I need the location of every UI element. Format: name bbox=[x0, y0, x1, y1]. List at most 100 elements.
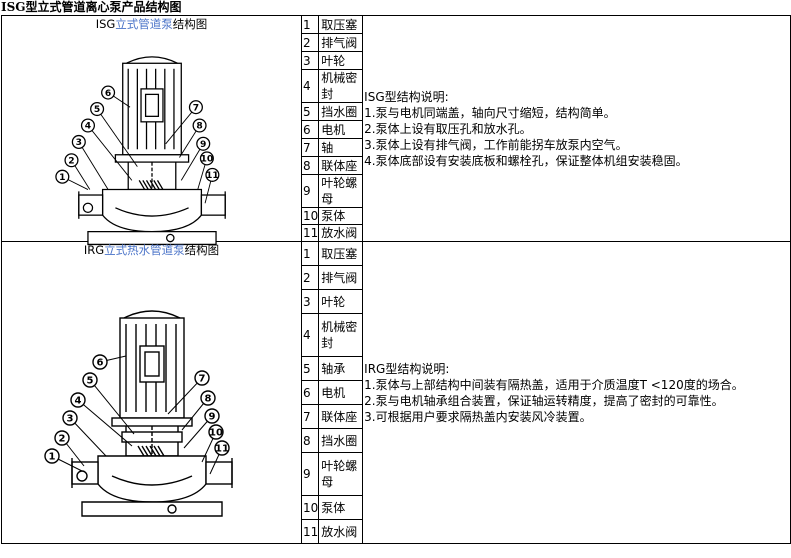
drawing-caption: ISG立式管道泵结构图 bbox=[2, 16, 301, 31]
part-name: 机械密封 bbox=[318, 313, 364, 357]
part-number: 2 bbox=[300, 265, 320, 290]
part-name: 取压塞 bbox=[318, 15, 364, 34]
callout-1: 1 bbox=[55, 169, 70, 184]
callout-number: 6 bbox=[105, 89, 111, 99]
callout-number: 1 bbox=[59, 173, 65, 183]
callout-3: 3 bbox=[71, 134, 86, 150]
part-name: 放水阀 bbox=[318, 519, 364, 544]
part-number: 2 bbox=[300, 33, 320, 52]
part-number: 3 bbox=[300, 51, 320, 70]
part-name: 排气阀 bbox=[318, 265, 364, 290]
callout-6: 6 bbox=[101, 85, 116, 100]
callout-11: 11 bbox=[205, 167, 220, 182]
part-name: 轴承 bbox=[318, 356, 364, 381]
part-number: 1 bbox=[300, 15, 320, 34]
part-number: 1 bbox=[300, 241, 320, 266]
callout-number: 7 bbox=[193, 103, 199, 113]
callout-9: 9 bbox=[204, 408, 220, 424]
caption-pump-link[interactable]: 立式管道泵 bbox=[115, 17, 173, 31]
part-name: 叶轮 bbox=[318, 289, 364, 314]
part-name: 叶轮 bbox=[318, 51, 364, 70]
callout-5: 5 bbox=[82, 372, 98, 388]
description-item: 2.泵体上设有取压孔和放水孔。 bbox=[364, 121, 532, 136]
part-number: 3 bbox=[300, 289, 320, 314]
part-name: 联体座 bbox=[318, 156, 364, 175]
callout-number: 8 bbox=[205, 394, 212, 405]
part-number: 11 bbox=[300, 224, 320, 242]
part-name: 电机 bbox=[318, 120, 364, 139]
part-name: 电机 bbox=[318, 380, 364, 405]
callout-10: 10 bbox=[208, 424, 224, 440]
part-number: 9 bbox=[300, 452, 320, 496]
part-number: 4 bbox=[300, 313, 320, 357]
part-name: 泵体 bbox=[318, 207, 364, 225]
page-title: ISG型立式管道离心泵产品结构图 bbox=[1, 0, 182, 14]
callout-8: 8 bbox=[192, 118, 207, 133]
part-name: 联体座 bbox=[318, 404, 364, 429]
part-number: 4 bbox=[300, 69, 320, 103]
part-number: 8 bbox=[300, 156, 320, 175]
drawing-caption: IRG立式热水管道泵结构图 bbox=[2, 242, 301, 257]
part-name: 轴 bbox=[318, 138, 364, 157]
callout-number: 3 bbox=[67, 414, 74, 425]
description-item: 1.泵与电机同端盖，轴向尺寸缩短，结构简单。 bbox=[364, 105, 616, 120]
callout-8: 8 bbox=[200, 390, 216, 406]
callout-number: 9 bbox=[200, 140, 206, 150]
callout-number: 2 bbox=[59, 434, 66, 445]
description-heading: ISG型结构说明: bbox=[364, 89, 449, 104]
callout-number: 4 bbox=[75, 396, 82, 407]
caption-model: ISG bbox=[95, 17, 116, 31]
callout-number: 8 bbox=[196, 122, 202, 132]
callout-2: 2 bbox=[64, 153, 79, 168]
callout-number: 10 bbox=[209, 428, 223, 439]
callout-7: 7 bbox=[194, 370, 210, 386]
callout-number: 5 bbox=[94, 105, 100, 115]
part-number: 6 bbox=[300, 380, 320, 405]
callout-10: 10 bbox=[199, 151, 214, 166]
description-heading: IRG型结构说明: bbox=[364, 361, 450, 376]
callout-2: 2 bbox=[54, 430, 70, 446]
structure-description: IRG型结构说明:1.泵体与上部结构中间装有隔热盖，适用于介质温度T <120度… bbox=[362, 241, 791, 544]
callout-6: 6 bbox=[92, 354, 108, 370]
part-number: 9 bbox=[300, 174, 320, 208]
part-number: 7 bbox=[300, 404, 320, 429]
part-number: 5 bbox=[300, 356, 320, 381]
callout-number: 5 bbox=[87, 376, 94, 387]
caption-suffix: 结构图 bbox=[172, 17, 208, 31]
caption-pump-link[interactable]: 立式热水管道泵 bbox=[104, 243, 185, 257]
part-name: 叶轮螺母 bbox=[318, 452, 364, 496]
callout-1: 1 bbox=[44, 448, 60, 464]
description-item: 1.泵体与上部结构中间装有隔热盖，适用于介质温度T <120度的场合。 bbox=[364, 377, 744, 392]
part-name: 挡水圈 bbox=[318, 102, 364, 121]
description-item: 3.可根据用户要求隔热盖内安装风冷装置。 bbox=[364, 409, 592, 424]
part-name: 取压塞 bbox=[318, 241, 364, 266]
description-item: 2.泵与电机轴承组合装置，保证轴运转精度，提高了密封的可靠性。 bbox=[364, 393, 724, 408]
part-name: 挡水圈 bbox=[318, 428, 364, 453]
part-name: 放水阀 bbox=[318, 224, 364, 242]
callout-number: 7 bbox=[199, 374, 206, 385]
callout-number: 11 bbox=[206, 171, 219, 181]
part-number: 10 bbox=[300, 495, 320, 520]
part-number: 8 bbox=[300, 428, 320, 453]
part-number: 6 bbox=[300, 120, 320, 139]
callout-5: 5 bbox=[90, 101, 105, 117]
callout-number: 10 bbox=[201, 155, 214, 165]
callout-7: 7 bbox=[188, 100, 203, 115]
caption-model: IRG bbox=[83, 243, 105, 257]
part-name: 机械密封 bbox=[318, 69, 364, 103]
callout-4: 4 bbox=[70, 392, 86, 408]
part-number: 5 bbox=[300, 102, 320, 121]
